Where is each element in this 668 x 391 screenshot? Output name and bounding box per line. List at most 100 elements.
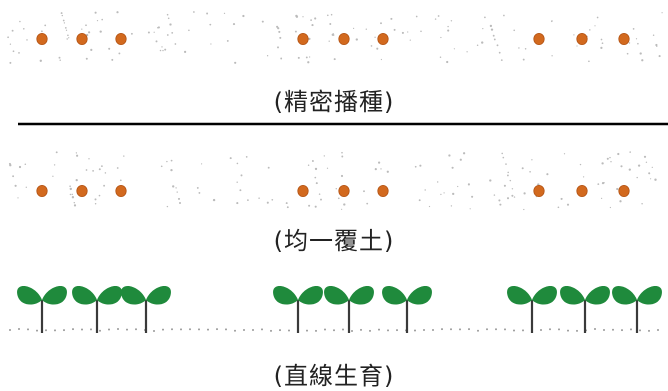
- soil-dot: [529, 170, 531, 173]
- soil-dot: [68, 37, 70, 39]
- soil-dot: [450, 205, 453, 207]
- soil-dot: [337, 197, 340, 200]
- soil-texture: [7, 11, 663, 211]
- soil-dot: [380, 58, 383, 61]
- soil-dot: [651, 166, 653, 169]
- ground-dot: [414, 329, 416, 332]
- soil-dot: [174, 43, 177, 45]
- soil-dot: [511, 194, 514, 197]
- soil-dot: [600, 197, 603, 200]
- soil-dot: [196, 186, 199, 189]
- soil-dot: [378, 161, 381, 164]
- soil-dot: [162, 49, 164, 52]
- soil-dot: [198, 191, 201, 194]
- soil-dot: [576, 45, 578, 47]
- soil-dot: [277, 46, 279, 49]
- soil-dot: [171, 31, 174, 34]
- seedling-leaf-left: [507, 285, 532, 305]
- ground-dot: [396, 329, 398, 332]
- soil-dot: [307, 61, 310, 64]
- ground-dot: [270, 329, 272, 332]
- seedling-icon: [273, 285, 323, 333]
- soil-dot: [609, 156, 611, 159]
- soil-dot: [550, 20, 553, 23]
- soil-dot: [232, 23, 236, 26]
- soil-dot: [314, 205, 317, 208]
- soil-dot: [501, 152, 504, 155]
- soil-dot: [440, 36, 442, 39]
- seedling-leaf-right: [585, 285, 610, 305]
- soil-dot: [285, 202, 288, 205]
- soil-dot: [147, 31, 150, 34]
- soil-dot: [100, 165, 103, 168]
- soil-dot: [229, 157, 232, 160]
- soil-dot: [210, 43, 212, 45]
- soil-dot: [18, 52, 20, 54]
- seedling-leaf-left: [72, 285, 97, 305]
- soil-dot: [161, 46, 163, 48]
- seed-icon: [338, 184, 350, 197]
- soil-dot: [654, 178, 657, 181]
- ground-dot: [495, 328, 497, 331]
- soil-dot: [511, 188, 514, 190]
- soil-dot: [443, 192, 445, 194]
- soil-dot: [320, 198, 322, 201]
- soil-dot: [170, 168, 173, 172]
- ground-dot: [36, 329, 38, 332]
- soil-dot: [557, 206, 560, 209]
- soil-dot: [12, 50, 15, 53]
- ground-dot: [153, 329, 155, 332]
- ground-dot: [378, 328, 380, 331]
- soil-dot: [73, 204, 77, 207]
- seedling-leaf-right: [349, 285, 374, 305]
- soil-dot: [19, 20, 21, 23]
- soil-dot: [172, 185, 175, 188]
- soil-dot: [658, 55, 661, 58]
- seed-icon: [377, 184, 389, 197]
- soil-dot: [63, 22, 66, 24]
- soil-dot: [119, 179, 122, 182]
- soil-dot: [39, 59, 42, 62]
- soil-dot: [636, 176, 638, 179]
- soil-dot: [94, 11, 97, 14]
- soil-dot: [513, 29, 516, 32]
- seedling-icon: [382, 285, 432, 333]
- ground-dot: [648, 329, 650, 332]
- soil-dot: [546, 173, 549, 176]
- ground-dot: [459, 328, 461, 331]
- seed-icon: [533, 184, 545, 197]
- soil-dot: [566, 203, 570, 206]
- seed-icon: [76, 33, 88, 46]
- soil-dot: [380, 168, 382, 170]
- soil-dot: [267, 166, 270, 169]
- seed-row-sowing: [36, 33, 630, 46]
- ground-dot: [549, 328, 551, 331]
- soil-dot: [560, 197, 563, 200]
- soil-dot: [279, 36, 282, 39]
- soil-dot: [370, 45, 373, 47]
- soil-dot: [563, 153, 566, 155]
- seedling-leaf-right: [42, 285, 67, 305]
- seedling-leaf-left: [612, 285, 637, 305]
- soil-dot: [9, 164, 12, 167]
- soil-dot: [88, 158, 90, 160]
- soil-dot: [496, 44, 499, 47]
- soil-dot: [58, 56, 61, 59]
- soil-dot: [71, 196, 75, 199]
- ground-dot: [432, 329, 434, 332]
- soil-dot: [310, 19, 312, 21]
- soil-dot: [201, 163, 203, 165]
- soil-dot: [311, 160, 314, 162]
- seed-icon: [533, 33, 545, 46]
- soil-dot: [601, 42, 604, 45]
- soil-dot: [236, 162, 239, 165]
- soil-dot: [308, 204, 311, 207]
- ground-dot: [180, 328, 182, 331]
- soil-dot: [234, 61, 237, 64]
- soil-dot: [453, 48, 456, 50]
- soil-dot: [94, 203, 97, 205]
- soil-dot: [261, 20, 264, 23]
- soil-dot: [629, 151, 631, 153]
- soil-dot: [645, 161, 648, 163]
